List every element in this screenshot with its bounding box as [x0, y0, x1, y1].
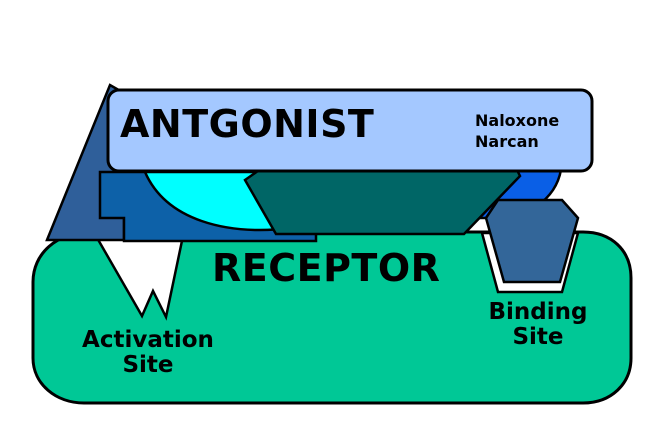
binding-site-label: Binding Site — [470, 300, 606, 350]
drug-names: Naloxone Narcan — [475, 110, 559, 152]
antagonist-binding-plug — [484, 198, 580, 284]
receptor-title: RECEPTOR — [212, 246, 441, 290]
antagonist-bar — [106, 88, 594, 173]
drug-name-narcan: Narcan — [475, 132, 539, 152]
antagonist-title: ANTGONIST — [120, 102, 375, 146]
receptor-body — [31, 230, 633, 405]
activation-site-label-line-1: Activation — [82, 327, 214, 353]
binding-site-label-line-2: Site — [512, 323, 564, 350]
antagonist-teal-trapezoid — [243, 164, 522, 236]
binding-site-label-line-1: Binding — [488, 299, 588, 325]
drug-name-naloxone: Naloxone — [475, 111, 560, 130]
activation-site-label: Activation Site — [68, 328, 228, 378]
activation-site-label-line-2: Site — [122, 351, 174, 378]
